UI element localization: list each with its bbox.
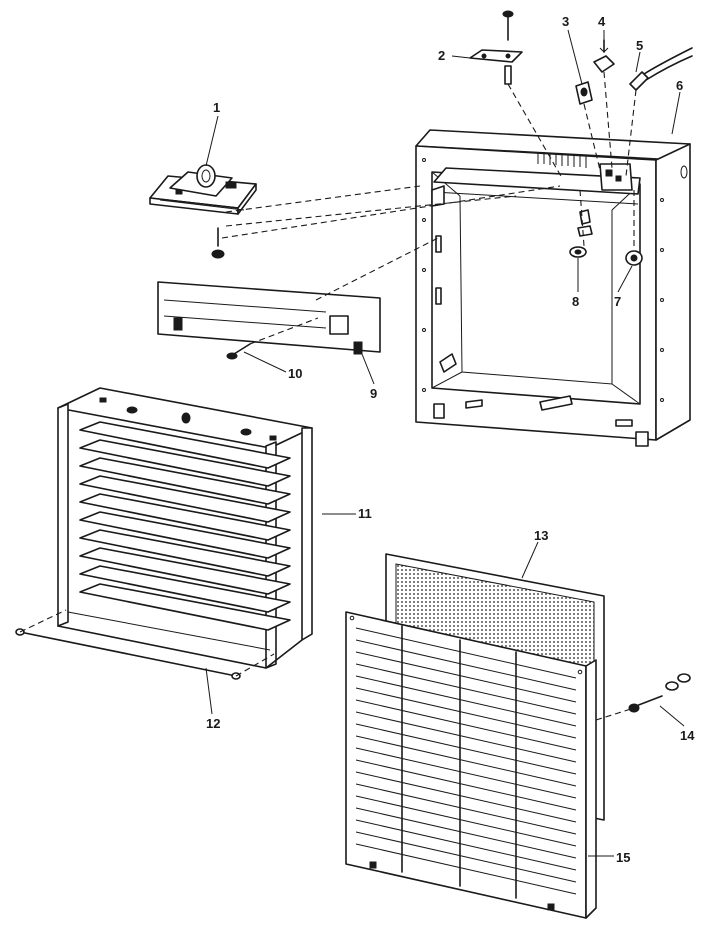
callout-2: 2 bbox=[438, 48, 445, 63]
callout-3: 3 bbox=[562, 14, 569, 29]
callout-12: 12 bbox=[206, 716, 220, 731]
heating-element-assembly bbox=[57, 387, 313, 669]
callout-11: 11 bbox=[358, 506, 372, 521]
assembly-guide-lines bbox=[19, 71, 637, 721]
screw-washer bbox=[569, 209, 593, 258]
callout-8: 8 bbox=[572, 294, 579, 309]
heating-fins bbox=[79, 421, 291, 631]
callout-leaders bbox=[205, 29, 685, 857]
callout-7: 7 bbox=[614, 294, 621, 309]
callout-13: 13 bbox=[534, 528, 548, 543]
mounting-bracket bbox=[469, 10, 523, 85]
callout-9: 9 bbox=[370, 386, 377, 401]
callout-4: 4 bbox=[598, 14, 606, 29]
callout-1: 1 bbox=[213, 100, 220, 115]
callout-5: 5 bbox=[636, 38, 643, 53]
callout-labels: 1 2 3 4 5 6 7 8 9 10 11 12 13 14 15 bbox=[206, 14, 695, 865]
panel-screw bbox=[226, 343, 251, 360]
callout-10: 10 bbox=[288, 366, 302, 381]
callout-15: 15 bbox=[616, 850, 630, 865]
grille-fasteners bbox=[628, 673, 691, 713]
callout-6: 6 bbox=[676, 78, 683, 93]
knob-nut bbox=[625, 250, 643, 266]
thermostat-assembly bbox=[149, 164, 257, 259]
front-grille bbox=[345, 611, 597, 919]
control-panel-front bbox=[157, 281, 381, 355]
callout-14: 14 bbox=[680, 728, 695, 743]
cabinet-housing bbox=[415, 129, 691, 447]
grille-louvers bbox=[355, 625, 577, 899]
power-cord bbox=[629, 47, 693, 91]
switch bbox=[575, 81, 593, 105]
control-clip bbox=[593, 39, 615, 73]
housing-vent-slots bbox=[537, 152, 587, 168]
